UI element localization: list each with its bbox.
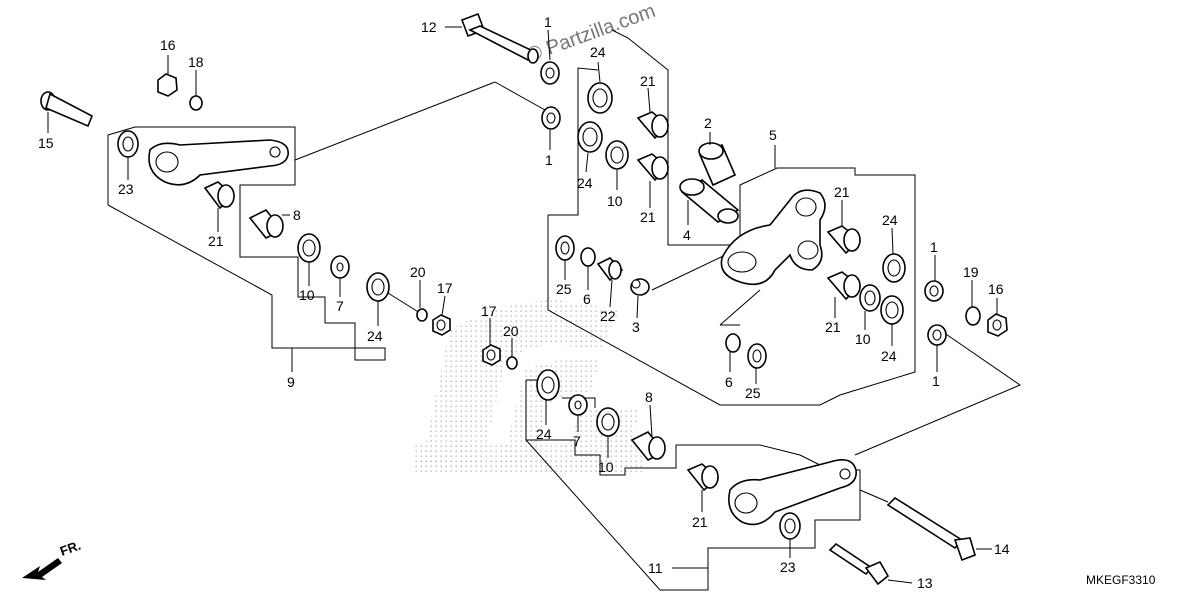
callout-labels: 12 1 24 21 16 18 15 1 24 10 21 2 4 5 21 … [38,14,1010,591]
front-direction-arrow: FR. [22,538,83,580]
callout-1: 1 [545,152,553,168]
washer-20-lower [506,356,518,370]
callout-16: 16 [160,37,176,53]
callout-1: 1 [544,14,552,30]
callout-21: 21 [825,319,841,335]
washer-18 [189,95,203,111]
bolt-12 [460,12,539,64]
callout-25: 25 [745,385,761,401]
callout-24: 24 [882,212,898,228]
callout-1: 1 [930,239,938,255]
callout-17: 17 [437,280,453,296]
diagram-code: MKEGF3310 [1086,573,1156,587]
callout-21: 21 [640,209,656,225]
callout-14: 14 [994,541,1010,557]
callout-20: 20 [410,264,426,280]
washer-6-lower [725,333,741,353]
bearing-22 [596,257,624,282]
callout-4: 4 [683,227,691,243]
callout-16: 16 [988,281,1004,297]
callout-7: 7 [336,298,344,314]
callout-24: 24 [577,175,593,191]
callout-22: 22 [600,308,616,324]
callout-10: 10 [598,459,614,475]
link-arm-upper [148,139,289,186]
callout-7: 7 [573,433,581,449]
background-logo-watermark [415,300,645,475]
callout-5: 5 [769,127,777,143]
callout-6: 6 [583,291,591,307]
callout-8: 8 [293,207,301,223]
collar-8-lower [630,430,666,462]
callout-19: 19 [963,264,979,280]
callout-3: 3 [632,319,640,335]
bearing-21-right-a [826,225,862,255]
callout-21: 21 [640,73,656,89]
callout-18: 18 [188,54,204,70]
link-arm-lower [728,459,857,526]
callout-21: 21 [208,233,224,249]
bolt-15 [40,91,94,128]
bearing-21-lower [686,463,720,492]
callout-6: 6 [725,374,733,390]
bearing-21-left [203,181,236,210]
callout-21: 21 [834,184,850,200]
callout-2: 2 [704,115,712,131]
callout-11: 11 [648,560,663,576]
washer-20-left [416,308,428,322]
washer-6-top [580,247,596,267]
callout-24: 24 [590,44,606,60]
callout-24: 24 [536,426,552,442]
callout-21: 21 [692,514,708,530]
collar-3 [630,278,650,296]
collar-4 [679,178,740,224]
bearing-21-right-b [826,271,862,301]
leader-lines [47,26,998,584]
callout-12: 12 [421,19,437,35]
callout-10: 10 [607,193,623,209]
bearing-21-top-b [636,153,670,182]
callout-1: 1 [932,373,940,389]
callout-17: 17 [481,303,497,319]
callout-20: 20 [503,323,519,339]
bolt-14 [886,496,976,562]
washer-19 [965,306,981,326]
callout-8: 8 [645,389,653,405]
bearing-21-top-a [636,111,670,140]
callout-10: 10 [855,331,871,347]
callout-13: 13 [917,575,933,591]
callout-15: 15 [38,135,54,151]
rocker-arm-5 [720,189,826,286]
collar-8-upper [248,208,284,240]
callout-23: 23 [780,559,796,575]
callout-24: 24 [881,348,897,364]
group-outlines [107,29,1022,591]
callout-25: 25 [556,281,572,297]
bolt-13 [828,542,890,586]
collar-2 [698,142,737,187]
callout-23: 23 [118,181,134,197]
callout-10: 10 [299,287,315,303]
callout-9: 9 [287,374,295,390]
callout-24: 24 [367,328,383,344]
front-direction-label: FR. [58,538,83,559]
nut-16-left [157,73,178,97]
